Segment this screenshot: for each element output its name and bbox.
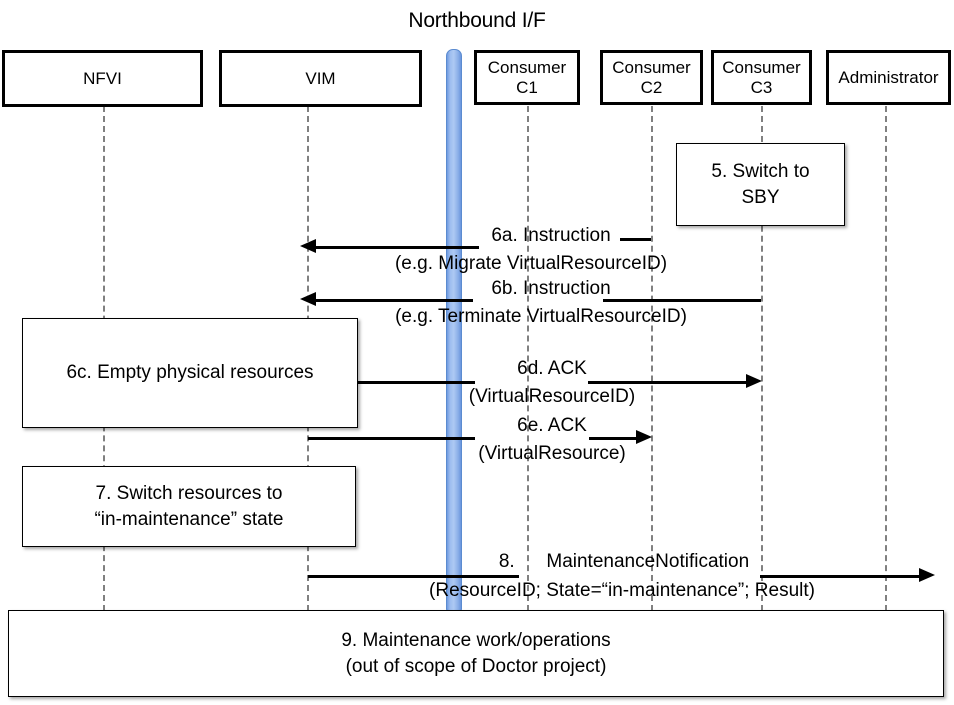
message-label-6d-line1: 6d. ACK	[517, 358, 587, 379]
message-line-8-right	[760, 575, 920, 578]
message-line-8-left	[308, 575, 519, 578]
northbound-interface-bar	[446, 49, 462, 611]
message-line-6e-right	[589, 437, 638, 440]
arrowhead-6e	[636, 430, 652, 444]
arrowhead-6d	[746, 374, 762, 388]
actor-box-administrator[interactable]: Administrator	[826, 50, 951, 105]
note-step-7-switch-resources[interactable]: 7. Switch resources to “in-maintenance” …	[22, 466, 356, 547]
actor-label-consumer-c3: Consumer C3	[722, 58, 801, 97]
message-label-6b-line2: (e.g. Terminate VirtualResourceID)	[395, 306, 687, 327]
note-step-6c-empty-physical-resources[interactable]: 6c. Empty physical resources	[22, 318, 358, 428]
arrowhead-6a	[300, 239, 316, 253]
message-line-6d-right	[588, 381, 747, 384]
actor-label-consumer-c1: Consumer C1	[487, 58, 567, 97]
lifeline-c2	[651, 106, 653, 611]
lifeline-c1	[527, 106, 529, 611]
actor-box-consumer-c3[interactable]: Consumer C3	[711, 50, 812, 105]
message-line-6e-left	[308, 437, 475, 440]
lifeline-admin	[885, 106, 887, 611]
note-step-7-text: 7. Switch resources to “in-maintenance” …	[94, 483, 284, 530]
note-step-6c-text: 6c. Empty physical resources	[66, 362, 314, 384]
note-step-5-switch-to-sby[interactable]: 5. Switch to SBY	[676, 143, 845, 226]
message-label-6a-line1: 6a. Instruction	[491, 225, 611, 246]
lifeline-c3	[761, 106, 763, 611]
arrowhead-6b	[300, 292, 316, 306]
actor-box-consumer-c1[interactable]: Consumer C1	[474, 50, 580, 105]
note-step-5-text: 5. Switch to SBY	[711, 161, 810, 208]
arrowhead-8	[919, 568, 935, 582]
message-label-8-line1: 8. MaintenanceNotification	[498, 551, 750, 572]
actor-label-administrator: Administrator	[838, 67, 939, 87]
note-step-9-text: 9. Maintenance work/operations (out of s…	[341, 630, 611, 677]
actor-label-nfvi: NFVI	[83, 68, 122, 88]
message-label-6e-line2: (VirtualResource)	[478, 443, 626, 464]
message-line-6a-left	[315, 246, 479, 249]
actor-box-consumer-c2[interactable]: Consumer C2	[600, 50, 703, 105]
message-label-8-line2: (ResourceID; State=“in-maintenance”; Res…	[429, 580, 815, 601]
message-line-6a-right	[620, 238, 651, 241]
page-title: Northbound I/F	[408, 9, 546, 32]
actor-box-nfvi[interactable]: NFVI	[2, 50, 203, 107]
actor-label-vim: VIM	[305, 68, 336, 88]
message-line-6d-left	[358, 381, 475, 384]
message-label-6e-line1: 6e. ACK	[517, 415, 587, 436]
message-label-6d-line2: (VirtualResourceID)	[468, 386, 636, 407]
actor-box-vim[interactable]: VIM	[219, 50, 422, 107]
message-label-6b-line1: 6b. Instruction	[491, 278, 611, 299]
actor-label-consumer-c2: Consumer C2	[612, 58, 691, 97]
message-line-6b-left	[315, 299, 473, 302]
message-line-6b-right	[603, 299, 761, 302]
message-label-6a-line2: (e.g. Migrate VirtualResourceID)	[394, 253, 668, 274]
note-step-9-maintenance-work[interactable]: 9. Maintenance work/operations (out of s…	[8, 610, 944, 697]
